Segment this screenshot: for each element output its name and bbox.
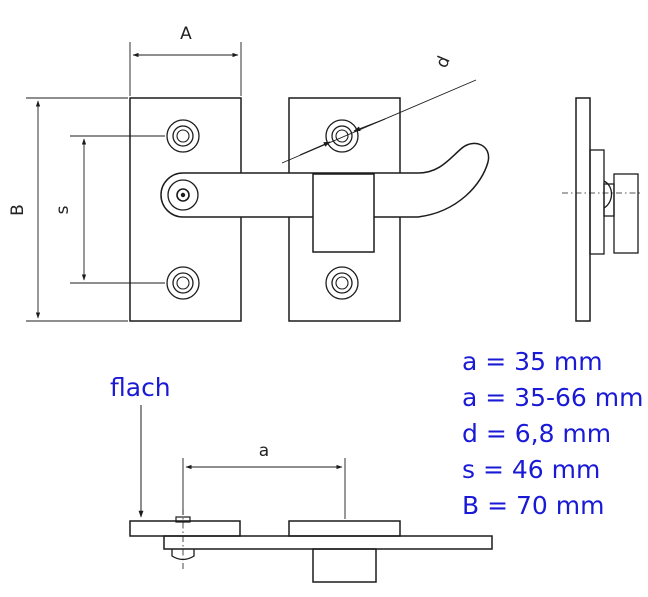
latch-keeper — [312, 173, 375, 253]
side-view-plate — [575, 97, 591, 322]
bottom-view-rivet-head-top — [175, 516, 191, 523]
right-bottom-screw-hole — [325, 266, 359, 300]
bottom-view-latch-bar — [163, 535, 493, 550]
side-view — [562, 97, 640, 322]
dimension-B-label: B — [8, 204, 28, 216]
flat-surface-label: flach — [110, 373, 171, 402]
spec-line: d = 6,8 mm — [462, 419, 611, 448]
dimension-a-label: a — [259, 441, 269, 461]
bottom-view — [129, 509, 493, 583]
bottom-view-left-plate — [129, 520, 241, 537]
spec-line: s = 46 mm — [462, 455, 600, 484]
spec-line: a = 35 mm — [462, 347, 603, 376]
flat-surface-callout: flach — [110, 373, 171, 518]
dimension-A: A — [129, 24, 242, 96]
dimension-A-label: A — [180, 24, 192, 44]
side-view-bar — [603, 183, 615, 217]
dimension-d: d — [281, 53, 477, 164]
front-view — [129, 97, 490, 322]
right-top-screw-hole — [325, 119, 359, 153]
pivot-rivet — [167, 179, 199, 211]
side-view-rivet-housing — [589, 149, 605, 255]
left-top-screw-hole — [166, 119, 200, 153]
dimension-s: s — [53, 135, 165, 284]
dimension-d-label: d — [432, 53, 455, 71]
side-view-keeper — [613, 173, 639, 254]
spec-line: B = 70 mm — [462, 491, 604, 520]
dimension-s-label: s — [53, 205, 73, 214]
bottom-view-right-plate — [288, 520, 401, 537]
dimension-B: B — [8, 97, 128, 322]
spec-list: a = 35 mm a = 35-66 mm d = 6,8 mm s = 46… — [462, 347, 643, 520]
dimension-a: a — [182, 441, 346, 519]
bottom-view-keeper — [312, 548, 377, 583]
spec-line: a = 35-66 mm — [462, 383, 643, 412]
left-bottom-screw-hole — [166, 266, 200, 300]
